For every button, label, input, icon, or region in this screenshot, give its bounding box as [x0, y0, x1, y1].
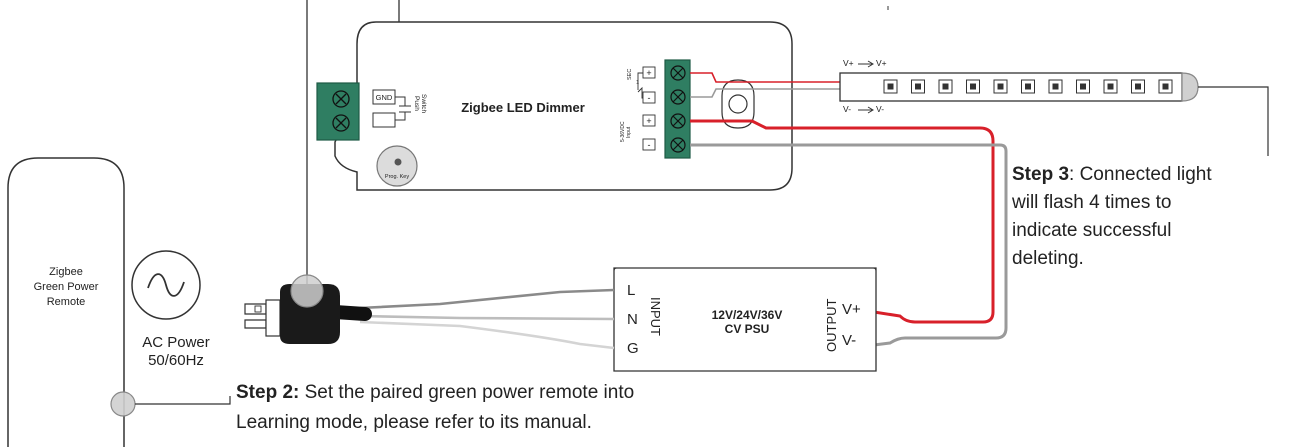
step3-text-line4: deleting.: [1012, 248, 1084, 269]
remote-pointer-dot: [110, 391, 136, 417]
prog-key-label: Prog. Key: [385, 174, 409, 180]
led-chip-core: [997, 83, 1004, 90]
led-chip-core: [1107, 83, 1114, 90]
plug-face: [265, 299, 281, 337]
strip-vplus-left: V+: [843, 58, 854, 68]
psu-body: [613, 267, 877, 372]
zigbee-green-power-remote: Zigbee Green Power Remote: [7, 157, 136, 447]
led-chip-core: [1080, 83, 1086, 90]
sec-label: SEC: [627, 69, 633, 80]
dc-input-label-2: Input: [626, 126, 632, 138]
ac-power: AC Power 50/60Hz: [131, 250, 210, 369]
strip-vminus-right: V-: [876, 104, 884, 114]
prog-key-dot: [394, 158, 402, 166]
psu-terminal-l: L: [627, 282, 635, 299]
remote-label-3: Remote: [47, 296, 86, 308]
wire-ac-n: [359, 314, 615, 321]
psu-output-vplus: V+: [842, 301, 861, 318]
psu-title-2: CV PSU: [725, 322, 770, 336]
zigbee-led-dimmer: GND Push Switch Prog. Key Zigbee LED Dim…: [316, 21, 793, 191]
led-chip-core: [887, 83, 894, 90]
psu-output-label: OUTPUT: [824, 299, 839, 353]
step2-label: Step 2:: [236, 382, 299, 403]
led-strip: V+ V+ V- V-: [839, 58, 1199, 114]
ac-power-label-2: 50/60Hz: [148, 352, 204, 369]
right-terminal-screws: [670, 65, 686, 153]
remote-body: [7, 157, 125, 447]
out-minus-sign: -: [648, 93, 651, 103]
psu-output-vminus: V-: [842, 332, 856, 349]
led-chip-core: [1162, 83, 1169, 90]
switch-terminal: [372, 112, 396, 128]
pointer-line-step3: [1198, 86, 1269, 156]
psu-title-1: 12V/24V/36V: [712, 308, 783, 322]
step3-text-line1: Step 3: Connected light: [1012, 164, 1212, 185]
mounting-hole: [728, 94, 748, 114]
wire-gray-psu-to-dimmer: [690, 143, 1008, 347]
led-chip-core: [942, 83, 949, 90]
led-chips: [883, 79, 1173, 94]
step2-text-1: Set the paired green power remote into: [299, 382, 634, 403]
strip-vminus-left: V-: [843, 104, 851, 114]
led-chip-core: [1135, 83, 1141, 90]
led-chip-core: [1052, 83, 1059, 90]
wire-ac-g: [359, 320, 615, 350]
strip-vminus-arrow: [858, 106, 874, 114]
psu-terminal-g: G: [627, 340, 639, 357]
strip-vplus-right: V+: [876, 58, 887, 68]
wire-red-psu-to-dimmer: [690, 119, 995, 324]
in-minus-sign: -: [648, 140, 651, 150]
psu-terminal-n: N: [627, 311, 638, 328]
plug-pointer-dot: [290, 274, 324, 308]
sec-channel: 1: [636, 80, 639, 86]
led-strip-endcap: [1181, 72, 1199, 102]
ac-power-label-1: AC Power: [142, 334, 210, 351]
out-plus-box: [642, 66, 656, 79]
step2-text-line2: Learning mode, please refer to its manua…: [236, 412, 592, 433]
remote-label-2: Green Power: [34, 281, 99, 293]
remote-label-1: Zigbee: [49, 266, 83, 278]
wire-ac-l: [359, 288, 615, 310]
dimmer-title: Zigbee LED Dimmer: [461, 100, 585, 115]
sine-wave-curve: [147, 273, 185, 297]
psu-input-label: INPUT: [648, 297, 663, 336]
out-plus-sign: +: [646, 68, 651, 78]
strip-vplus-arrow: [858, 60, 874, 68]
push-switch-wire: [395, 96, 411, 121]
in-plus-sign: +: [646, 116, 651, 126]
plug-prong-bottom: [244, 319, 267, 329]
led-chip-core: [915, 83, 921, 90]
pointer-line-step2: [135, 396, 231, 405]
push-switch-label: Push: [413, 96, 420, 111]
push-switch-label-2: Switch: [420, 94, 427, 114]
step3-text-line3: indicate successful: [1012, 220, 1171, 241]
wire-gray-to-strip: [690, 88, 850, 98]
dc-input-label: 5-36VDC: [620, 121, 626, 142]
prog-key-button[interactable]: [376, 145, 418, 187]
power-plug-icon: [244, 274, 340, 344]
step3-label: Step 3: [1012, 164, 1069, 185]
led-chip-core: [970, 83, 976, 90]
step3-text-line2: will flash 4 times to: [1011, 192, 1171, 213]
step2-text-line1: Step 2: Set the paired green power remot…: [236, 382, 634, 403]
step3-text-1: : Connected light: [1069, 164, 1212, 185]
in-minus-box: [642, 138, 656, 151]
cv-psu: L N G INPUT 12V/24V/36V CV PSU OUTPUT V+…: [613, 267, 877, 372]
out-minus-box: [642, 91, 656, 104]
gnd-label: GND: [376, 93, 393, 102]
wire-red-to-strip: [690, 72, 850, 83]
in-plus-box: [642, 114, 656, 127]
led-chip-core: [1025, 83, 1031, 90]
